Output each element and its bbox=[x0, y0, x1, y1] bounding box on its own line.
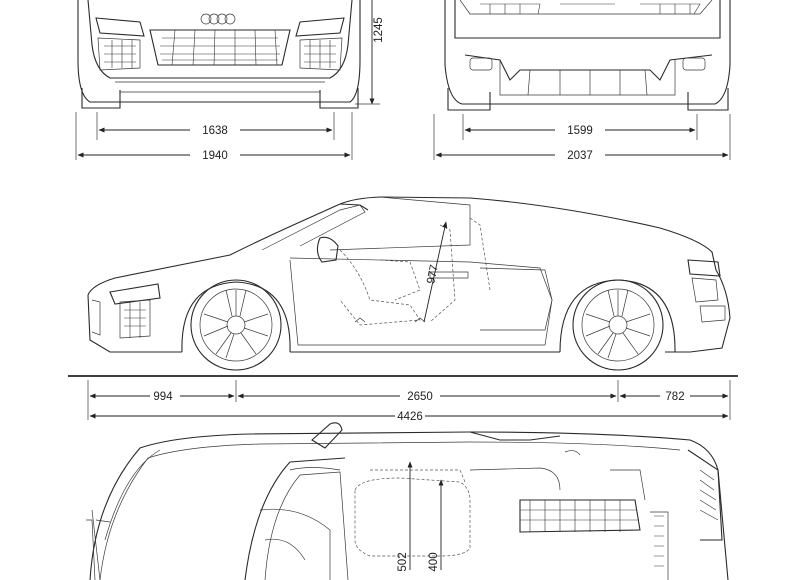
dim-front-track: 1638 bbox=[202, 125, 228, 137]
dim-height: 1245 bbox=[373, 17, 385, 43]
dim-rear-width: 2037 bbox=[567, 150, 593, 162]
dim-front-overhang: 994 bbox=[153, 391, 173, 403]
dim-seat-height: 977 bbox=[425, 264, 441, 285]
dim-rear-track: 1599 bbox=[567, 125, 593, 137]
dim-rear-overhang: 782 bbox=[665, 391, 684, 403]
side-dimension-lines bbox=[87, 380, 731, 420]
front-view bbox=[77, 0, 380, 109]
rear-dimension-lines bbox=[433, 114, 731, 160]
rear-view bbox=[444, 0, 731, 111]
side-view bbox=[87, 196, 731, 371]
dim-wheelbase: 2650 bbox=[407, 391, 433, 403]
dim-interior-a: 502 bbox=[397, 552, 409, 571]
dim-interior-b: 400 bbox=[428, 552, 440, 571]
front-dimension-lines bbox=[75, 112, 353, 160]
dim-length: 4426 bbox=[397, 411, 423, 423]
dim-front-width: 1940 bbox=[202, 150, 228, 162]
top-view bbox=[86, 422, 729, 580]
